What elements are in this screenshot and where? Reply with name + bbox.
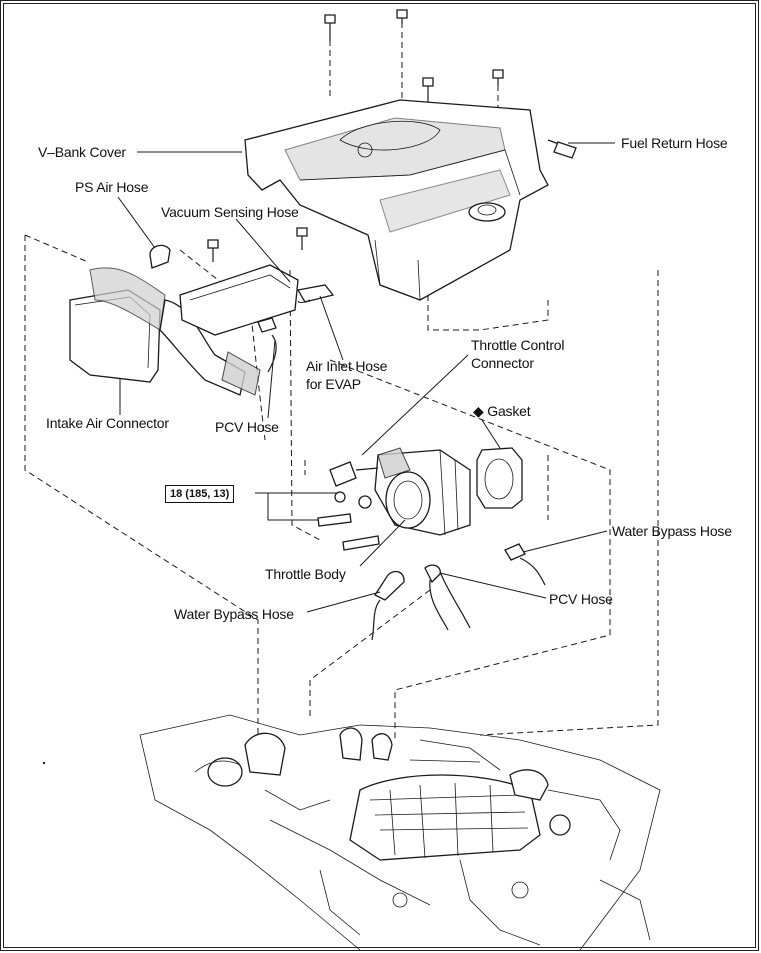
label-pcv-hose-lower: PCV Hose (549, 591, 613, 607)
label-throttle-body: Throttle Body (265, 566, 346, 582)
label-air-inlet-hose-evap: for EVAP (306, 376, 361, 392)
lower-hoses (371, 543, 546, 641)
label-throttle-control-connector: Connector (471, 355, 534, 371)
engine-assembly-part (139, 714, 661, 951)
label-throttle-control: Throttle Control (471, 337, 565, 353)
label-gasket: ◆ Gasket (473, 403, 531, 419)
label-air-inlet-hose: Air Inlet Hose (306, 358, 388, 374)
label-water-bypass-hose-left: Water Bypass Hose (174, 606, 294, 622)
cover-bolts (324, 9, 504, 102)
intake-air-connector-part (69, 264, 299, 396)
gasket-part (476, 447, 523, 509)
label-ps-air-hose: PS Air Hose (75, 179, 149, 195)
label-v-bank-cover: V–Bank Cover (38, 144, 126, 160)
leader-lines (117, 142, 615, 613)
label-fuel-return-hose: Fuel Return Hose (621, 135, 728, 151)
label-pcv-hose-upper: PCV Hose (215, 419, 279, 435)
throttle-body-part (317, 447, 471, 551)
stray-dot (42, 761, 46, 765)
label-vacuum-sensing-hose: Vacuum Sensing Hose (161, 204, 299, 220)
small-hoses (149, 227, 335, 373)
label-water-bypass-hose-right: Water Bypass Hose (612, 523, 732, 539)
label-gasket-text: Gasket (487, 403, 531, 419)
v-bank-cover-part (244, 9, 549, 301)
gasket-marker-icon: ◆ (473, 403, 484, 419)
torque-spec-box: 18 (185, 13) (165, 485, 235, 503)
label-intake-air-connector: Intake Air Connector (46, 415, 169, 431)
fuel-return-hose-part (547, 139, 577, 159)
